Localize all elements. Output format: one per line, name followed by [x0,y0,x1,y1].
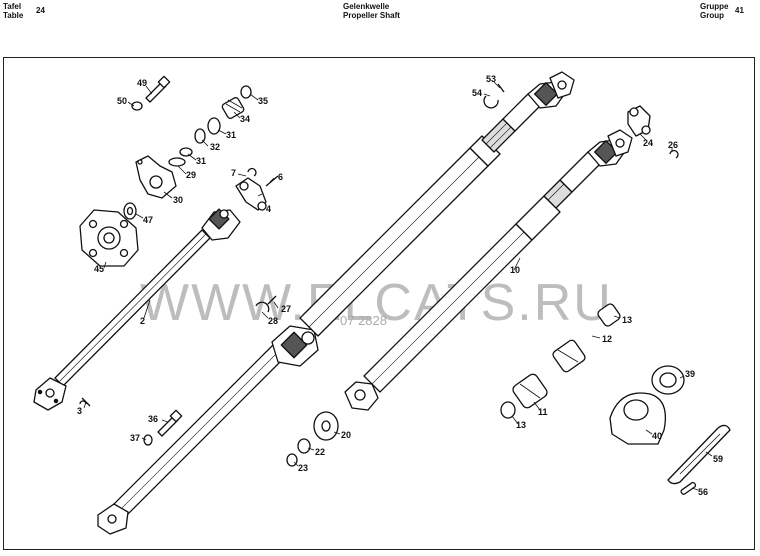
part-label: 23 [298,463,308,473]
rubber-mount-39 [651,365,685,395]
part-label: 11 [538,407,548,417]
header-title-de: Gelenkwelle [343,2,390,11]
bearing-12 [552,339,586,373]
header-group-number: 41 [735,6,744,15]
joint-yoke-4 [235,177,267,211]
part-label: 20 [341,430,351,440]
part-label: 45 [94,264,104,274]
part-label: 54 [472,88,482,98]
washer-22 [297,438,311,454]
part-label: 31 [226,130,236,140]
clip-26 [669,149,679,159]
washer-50 [131,101,143,111]
propeller-shaft-main [97,71,575,535]
washer-37 [143,434,153,446]
part-label: 28 [268,316,278,326]
ring-31-lower [168,157,186,167]
part-label: 59 [713,454,723,464]
part-label: 56 [698,487,708,497]
part-label: 50 [117,96,127,106]
pin-6 [265,175,279,187]
header-right: Gruppe Group 41 [700,2,744,20]
propeller-shaft-10 [344,129,633,411]
leader-lines [83,81,713,491]
ring-29-seal [179,147,193,157]
part-label: 36 [148,414,158,424]
part-label: 53 [486,74,496,84]
joint-yoke-24 [627,105,651,137]
part-label: 27 [281,304,291,314]
part-label: 24 [643,138,653,148]
header-gruppe: Gruppe [700,2,729,11]
part-label: 2 [140,316,145,326]
pin-27 [267,295,277,305]
clip-28 [255,301,270,313]
part-label: 10 [510,265,520,275]
flexible-coupling-45 [79,209,139,267]
part-label: 13 [516,420,526,430]
center-bearing-bracket-40 [609,392,667,445]
part-label: 47 [143,215,153,225]
part-label: 39 [685,369,695,379]
part-label: 12 [602,334,612,344]
bolt-49 [145,75,171,103]
part-label: 37 [130,433,140,443]
clip-56 [680,481,697,495]
nut-23 [286,453,298,467]
part-label: 49 [137,78,147,88]
part-label: 3 [77,406,82,416]
part-label: 31 [196,156,206,166]
part-label: 32 [210,142,220,152]
ring-54 [483,95,499,109]
flange-30 [135,155,177,199]
header-tafel: Tafel [3,2,22,11]
ring-31-upper [207,117,221,135]
header-table: Table [3,11,24,20]
part-label: 40 [652,431,662,441]
ring-13-lower [500,401,516,419]
header-title-en: Propeller Shaft [343,11,400,20]
pin-53 [497,83,505,93]
bearing-11 [512,373,548,409]
part-label: 26 [668,140,678,150]
header-center: Gelenkwelle Propeller Shaft [343,2,400,20]
clip-7 [247,167,257,177]
part-label: 22 [315,447,325,457]
propeller-shaft-2 [33,208,241,411]
watermark-code: 07 2828 [340,313,387,328]
header-group: Group [700,11,724,20]
ring-35 [240,85,252,99]
part-label: 30 [173,195,183,205]
header-left: Tafel Table 24 [3,2,45,20]
strap-59 [667,424,731,485]
part-label: 7 [231,168,236,178]
ring-32 [194,128,206,144]
bearing-13-upper [597,303,621,327]
part-label: 6 [278,172,283,182]
watermark-text: WWW.ELCATS.RU [140,274,613,332]
flange-20 [313,411,339,441]
header-table-number: 24 [36,6,45,15]
part-label: 34 [240,114,250,124]
part-label: 4 [266,204,271,214]
diagram-frame [3,57,755,550]
part-label: 13 [622,315,632,325]
bolt-36 [157,409,183,437]
part-label: 35 [258,96,268,106]
part-labels: 49 50 35 34 31 32 31 29 30 7 6 4 47 45 2… [77,74,723,497]
part-label: 29 [186,170,196,180]
